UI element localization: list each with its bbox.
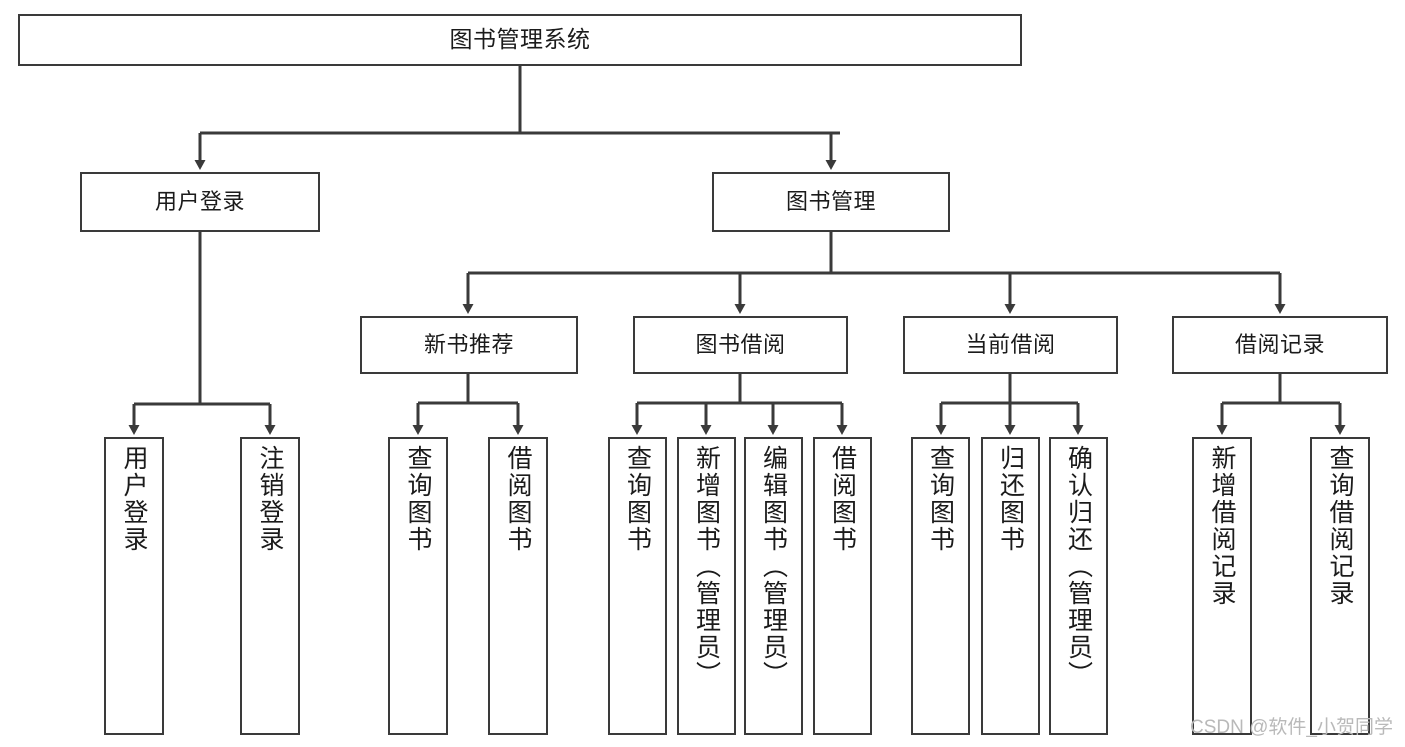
leaf-book-borrow-borrow-book[interactable]: 借阅图书 xyxy=(813,437,872,735)
node-label: 图书借阅 xyxy=(695,332,786,358)
node-root-book-management-system[interactable]: 图书管理系统 xyxy=(18,14,1022,66)
node-borrow-record[interactable]: 借阅记录 xyxy=(1172,316,1388,374)
node-book-borrow[interactable]: 图书借阅 xyxy=(633,316,848,374)
node-label: 图书管理系统 xyxy=(449,26,591,53)
node-label: 借阅图书 xyxy=(504,445,532,553)
node-book-management[interactable]: 图书管理 xyxy=(712,172,950,232)
node-label: 图书管理 xyxy=(785,189,876,215)
node-label: 查询借阅记录 xyxy=(1326,445,1354,607)
leaf-borrow-record-query-record[interactable]: 查询借阅记录 xyxy=(1310,437,1370,735)
leaf-current-borrow-return-book[interactable]: 归还图书 xyxy=(981,437,1040,735)
node-label: 用户登录 xyxy=(120,445,148,553)
node-label: 当前借阅 xyxy=(965,332,1056,358)
leaf-current-borrow-confirm-return-admin[interactable]: 确认归还（管理员） xyxy=(1049,437,1108,735)
leaf-new-book-borrow-book[interactable]: 借阅图书 xyxy=(488,437,548,735)
node-label: 编辑图书（管理员） xyxy=(759,445,788,688)
node-label: 用户登录 xyxy=(154,189,245,215)
node-label: 归还图书 xyxy=(996,445,1025,553)
node-label: 新增借阅记录 xyxy=(1208,445,1236,607)
leaf-user-login-logout[interactable]: 注销登录 xyxy=(240,437,300,735)
node-user-login[interactable]: 用户登录 xyxy=(80,172,320,232)
leaf-book-borrow-add-book-admin[interactable]: 新增图书（管理员） xyxy=(677,437,736,735)
leaf-user-login-login[interactable]: 用户登录 xyxy=(104,437,164,735)
node-label: 借阅图书 xyxy=(828,445,857,553)
leaf-new-book-query-book[interactable]: 查询图书 xyxy=(388,437,448,735)
node-label: 新增图书（管理员） xyxy=(692,445,721,688)
leaf-book-borrow-query-book[interactable]: 查询图书 xyxy=(608,437,667,735)
node-label: 查询图书 xyxy=(926,445,955,553)
node-current-borrow[interactable]: 当前借阅 xyxy=(903,316,1118,374)
node-label: 查询图书 xyxy=(404,445,432,553)
leaf-book-borrow-edit-book-admin[interactable]: 编辑图书（管理员） xyxy=(744,437,803,735)
node-label: 新书推荐 xyxy=(423,332,514,358)
node-label: 注销登录 xyxy=(256,445,284,553)
node-label: 查询图书 xyxy=(623,445,652,553)
leaf-current-borrow-query-book[interactable]: 查询图书 xyxy=(911,437,970,735)
node-label: 确认归还（管理员） xyxy=(1064,445,1093,688)
leaf-borrow-record-add-record[interactable]: 新增借阅记录 xyxy=(1192,437,1252,735)
watermark: CSDN @软件_小贺同学 xyxy=(1190,717,1393,738)
node-new-book-recommend[interactable]: 新书推荐 xyxy=(360,316,578,374)
node-label: 借阅记录 xyxy=(1234,332,1325,358)
